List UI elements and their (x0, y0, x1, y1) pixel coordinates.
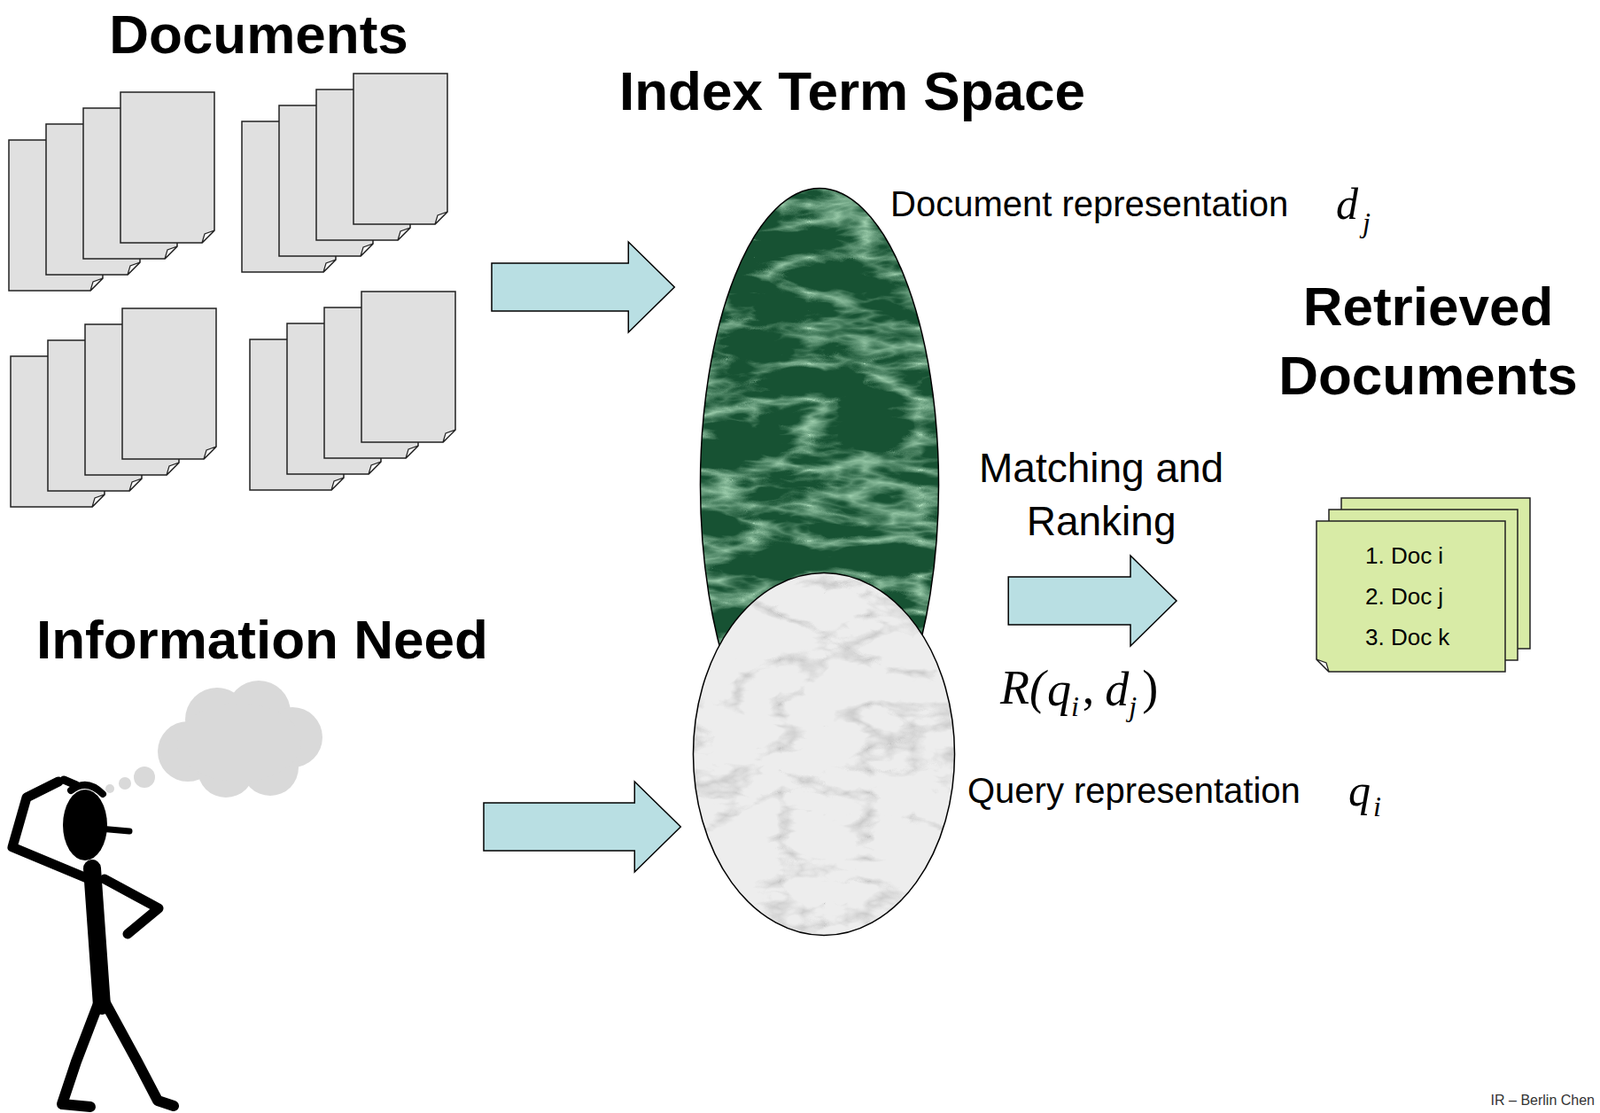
ranked-item: 1. Doc i (1365, 542, 1444, 570)
math-expression: j (1128, 689, 1137, 723)
thought-cloud (105, 680, 323, 798)
ranked-item: 3. Doc k (1365, 623, 1450, 652)
block-arrow (483, 781, 681, 872)
ranked-item: 2. Doc j (1365, 582, 1444, 611)
math-subscript: j (1362, 205, 1371, 240)
math-expression: d (1104, 660, 1129, 719)
heading: Retrieved Documents (1266, 271, 1591, 410)
representation-label: Query representation (967, 768, 1301, 812)
heading: Index Term Space (619, 58, 1086, 125)
person-figure (12, 779, 174, 1107)
block-arrow (1008, 555, 1177, 646)
math-expression: R( (1000, 659, 1046, 717)
query-space-ellipse: Query representationqi (691, 571, 956, 937)
math-symbol: d (1335, 177, 1359, 231)
edge-label: Matching and Ranking (968, 442, 1235, 549)
math-expression: q (1047, 660, 1072, 719)
retrieved-documents: Retrieved Documents 1. Doc i 2. Doc j 3. Do… (1263, 265, 1588, 674)
math-expression: ) (1141, 659, 1158, 717)
footer-note: IR – Berlin Chen (1491, 1091, 1595, 1109)
heading: Documents (108, 1, 409, 68)
math-expression: i (1071, 689, 1080, 723)
document-collection: Documents (7, 0, 456, 492)
information-need: Information Need (0, 602, 498, 1113)
block-arrow (491, 241, 675, 333)
representation-label: Document representation (890, 182, 1289, 226)
math-expression: , (1082, 659, 1096, 717)
heading: Information Need (36, 606, 489, 673)
math-subscript: i (1373, 789, 1382, 824)
math-symbol: q (1348, 763, 1371, 817)
marble-ellipse (691, 571, 956, 937)
